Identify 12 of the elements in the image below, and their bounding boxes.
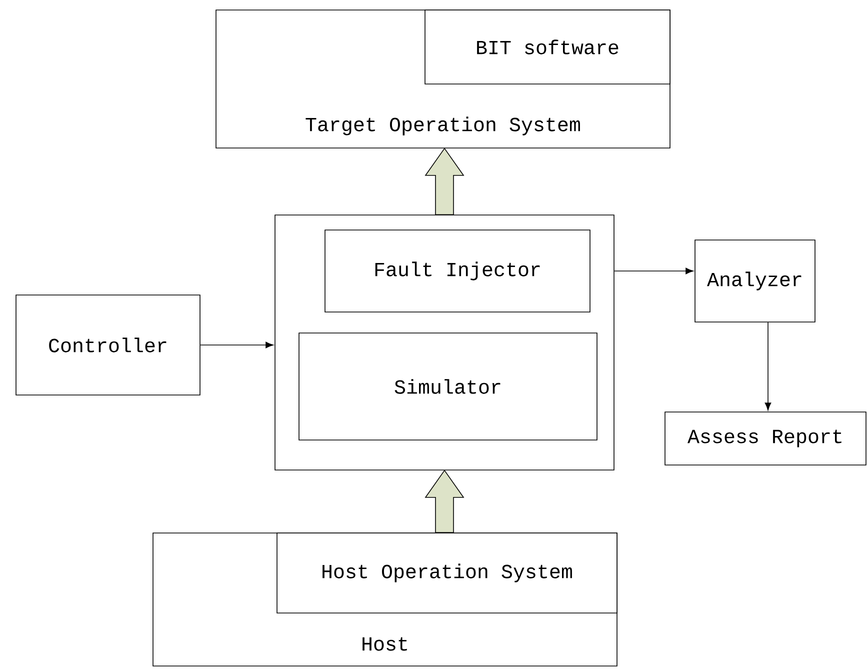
- report-box: Assess Report: [664, 412, 866, 466]
- system-box: Host Operation System: [276, 532, 618, 614]
- block-arrow: [424, 148, 464, 215]
- arrow: [764, 322, 772, 410]
- arrow: [200, 342, 274, 348]
- arrow: [614, 268, 694, 274]
- software-box: BIT software: [424, 10, 670, 84]
- analyzer-box: Analyzer: [694, 240, 816, 322]
- component-box: Fault Injector: [324, 230, 590, 312]
- component-box: Simulator: [298, 332, 598, 440]
- controller-box: Controller: [16, 294, 200, 396]
- block-arrow: [424, 470, 464, 533]
